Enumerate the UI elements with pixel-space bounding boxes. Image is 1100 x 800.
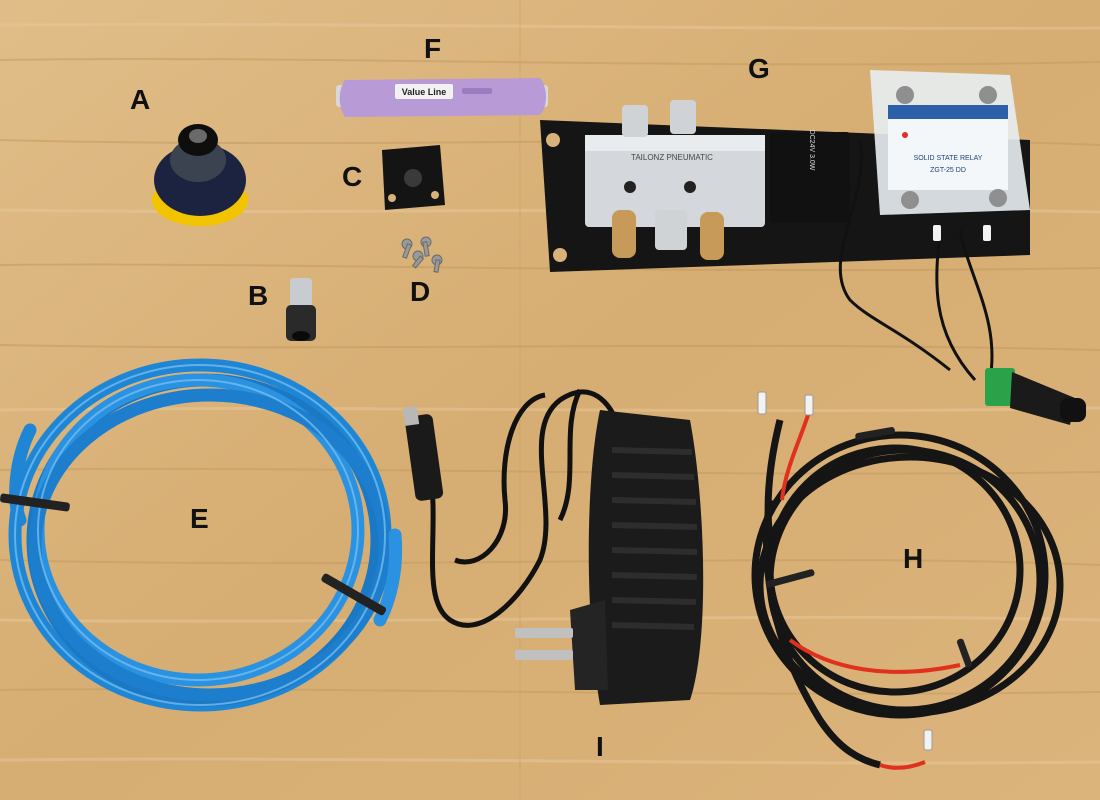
label-a: A (130, 84, 151, 115)
label-d: D (410, 276, 431, 307)
label-f: F (424, 33, 442, 64)
relay-model-text: ZGT-25 DD (930, 167, 966, 174)
relay-title-text: SOLID STATE RELAY (914, 155, 983, 162)
label-h: H (903, 543, 924, 574)
label-g: G (748, 53, 770, 84)
label-e: E (190, 503, 209, 534)
valve-brand-text: TAILONZ PNEUMATIC (631, 153, 713, 162)
label-i: I (596, 731, 604, 762)
label-b: B (248, 280, 269, 311)
cable-tie (0, 493, 387, 616)
filter-brand-text: Value Line (402, 87, 447, 97)
coil-voltage-text: DC24V 3.0W (808, 130, 815, 171)
label-c: C (342, 161, 363, 192)
